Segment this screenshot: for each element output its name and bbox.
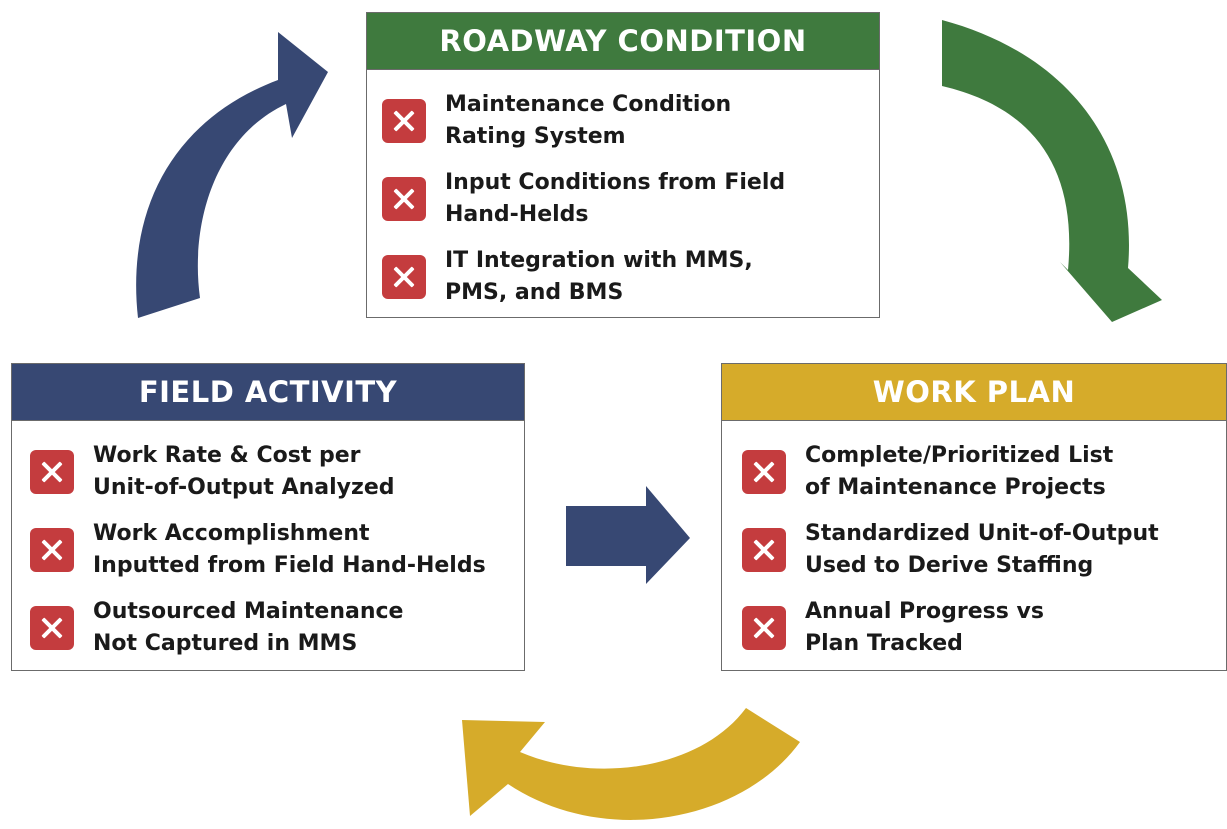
- workplan-item-line1: Complete/Prioritized List: [805, 443, 1114, 468]
- workplan-item: Complete/Prioritized List of Maintenance…: [742, 433, 1226, 511]
- workplan-item-line1: Standardized Unit-of-Output: [805, 521, 1159, 546]
- x-icon: [30, 450, 74, 494]
- workplan-item-line2: Plan Tracked: [805, 631, 963, 656]
- field-item: Work Rate & Cost per Unit-of-Output Anal…: [30, 433, 524, 511]
- field-activity-title: FIELD ACTIVITY: [12, 364, 524, 421]
- work-plan-panel: WORK PLAN Complete/Prioritized List of M…: [721, 363, 1227, 671]
- field-item-line1: Work Rate & Cost per: [93, 443, 361, 468]
- roadway-item-line1: Input Conditions from Field: [445, 170, 786, 195]
- work-plan-title: WORK PLAN: [722, 364, 1226, 421]
- workplan-item-line2: Used to Derive Staffing: [805, 553, 1094, 578]
- curved-arrow-field-to-roadway: [136, 32, 328, 318]
- field-item-line2: Not Captured in MMS: [93, 631, 358, 656]
- straight-arrow-field-to-workplan: [566, 486, 690, 584]
- roadway-item-line2: Rating System: [445, 124, 626, 149]
- field-activity-panel: FIELD ACTIVITY Work Rate & Cost per Unit…: [11, 363, 525, 671]
- roadway-condition-panel: ROADWAY CONDITION Maintenance Condition …: [366, 12, 880, 318]
- workplan-item: Standardized Unit-of-Output Used to Deri…: [742, 511, 1226, 589]
- field-item: Outsourced Maintenance Not Captured in M…: [30, 589, 524, 667]
- workplan-item-line1: Annual Progress vs: [805, 599, 1044, 624]
- workplan-item-line2: of Maintenance Projects: [805, 475, 1106, 500]
- field-item-line2: Unit-of-Output Analyzed: [93, 475, 395, 500]
- x-icon: [382, 177, 426, 221]
- x-icon: [742, 528, 786, 572]
- curved-arrow-workplan-to-field: [462, 708, 800, 820]
- field-item: Work Accomplishment Inputted from Field …: [30, 511, 524, 589]
- roadway-item-line2: Hand-Helds: [445, 202, 589, 227]
- x-icon: [742, 606, 786, 650]
- roadway-item: IT Integration with MMS, PMS, and BMS: [382, 238, 879, 316]
- roadway-item-line2: PMS, and BMS: [445, 280, 624, 305]
- x-icon: [30, 606, 74, 650]
- workplan-item: Annual Progress vs Plan Tracked: [742, 589, 1226, 667]
- x-icon: [30, 528, 74, 572]
- roadway-item-line1: IT Integration with MMS,: [445, 248, 753, 273]
- x-icon: [382, 255, 426, 299]
- field-item-line2: Inputted from Field Hand-Helds: [93, 553, 486, 578]
- x-icon: [742, 450, 786, 494]
- roadway-item-line1: Maintenance Condition: [445, 92, 732, 117]
- field-item-line1: Outsourced Maintenance: [93, 599, 404, 624]
- field-item-line1: Work Accomplishment: [93, 521, 370, 546]
- x-icon: [382, 99, 426, 143]
- roadway-condition-title: ROADWAY CONDITION: [367, 13, 879, 70]
- roadway-item: Maintenance Condition Rating System: [382, 82, 879, 160]
- roadway-item: Input Conditions from Field Hand-Helds: [382, 160, 879, 238]
- curved-arrow-roadway-to-workplan: [942, 20, 1162, 322]
